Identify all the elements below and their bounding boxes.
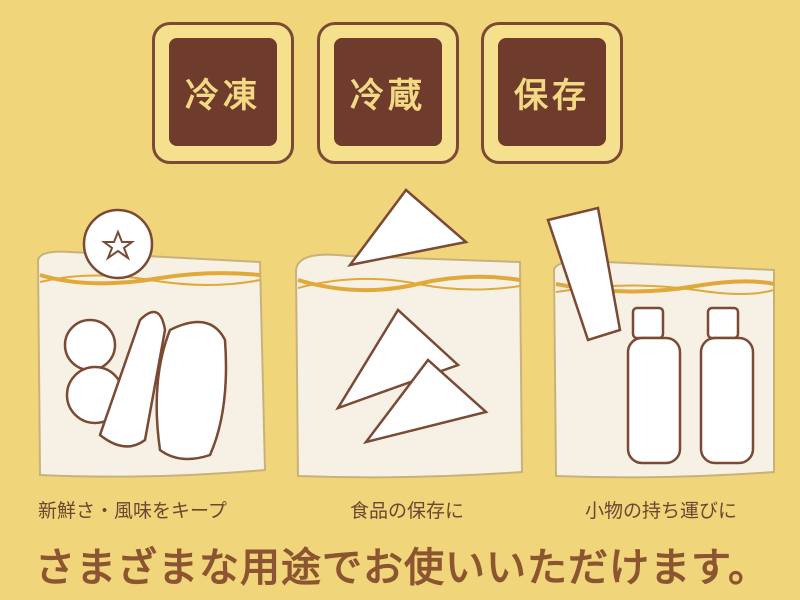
sandwich-icon bbox=[347, 188, 469, 267]
caption-freshness: 新鮮さ・風味をキープ bbox=[38, 500, 227, 522]
badge-label: 冷蔵 bbox=[350, 75, 426, 116]
caption-carry-items: 小物の持ち運びに bbox=[585, 500, 738, 522]
badge-storage: 保存 bbox=[481, 22, 623, 164]
bag-vegetables-illustration bbox=[36, 208, 267, 478]
bag-sandwich-illustration bbox=[294, 188, 524, 479]
tube-icon bbox=[546, 206, 622, 342]
bottle-icon bbox=[626, 336, 682, 465]
bag-toiletries-illustration bbox=[546, 206, 775, 479]
badge-label: 冷凍 bbox=[185, 75, 261, 116]
badge-refrigerator: 冷蔵 bbox=[317, 22, 459, 164]
slogan: さまざまな用途でお使いいただけます。 bbox=[35, 545, 769, 591]
leafy-vegetable-icon bbox=[155, 320, 228, 461]
badge-label: 保存 bbox=[514, 75, 590, 116]
badge-freezer: 冷凍 bbox=[152, 22, 294, 164]
caption-food-storage: 食品の保存に bbox=[350, 500, 465, 522]
cucumber-icon bbox=[98, 310, 167, 448]
tomato-icon bbox=[82, 208, 154, 280]
bottle-icon bbox=[699, 336, 755, 465]
